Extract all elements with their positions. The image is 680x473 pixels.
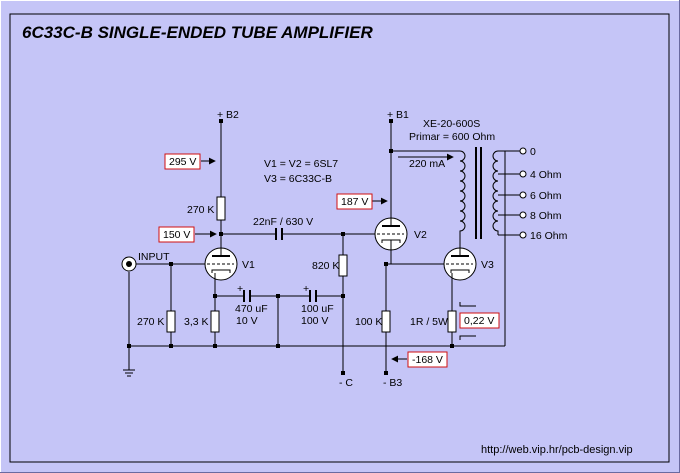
tap-label-8-ohm: 8 Ohm [530,210,562,222]
schematic-title: 6C33C-B SINGLE-ENDED TUBE AMPLIFIER [22,23,373,42]
inner-frame [9,13,670,463]
tube-v3-label: V3 [481,259,494,271]
label-b1: + B1 [387,109,409,121]
label-cap-cathode-value: 470 uF [235,303,268,315]
wiring [123,121,520,377]
tube-v2-label: V2 [414,229,427,241]
capacitors [243,228,317,302]
voltage-callout-b2: 295 V [164,153,201,170]
tube-type-v1-v2: V1 = V2 = 6SL7 [264,158,338,170]
cap-cathode-v1-polarity: + [237,283,243,295]
tube-v1-label: V1 [242,259,255,271]
voltage-v1-anode: 150 V [163,229,190,241]
voltage-b3: -168 V [412,354,443,366]
resistor-grid-v2 [338,254,348,277]
resistor-grid-v1 [166,310,176,333]
output-terminals [519,147,527,239]
label-r-b2: 270 K [187,204,214,216]
tube-v3 [443,247,477,281]
tube-v2 [374,217,408,251]
label-r-cathode-v1: 3,3 K [184,316,209,328]
transformer-primary-impedance: Primar = 600 Ohm [409,131,495,143]
transformer-primary [459,150,466,235]
footer-url[interactable]: http://web.vip.hr/pcb-design.vip [481,444,633,456]
input-label: INPUT [138,251,170,263]
voltage-callout-b3: -168 V [407,351,448,368]
label-cap-bias-voltage: 100 V [301,315,328,327]
tap-label-4-ohm: 4 Ohm [530,169,562,181]
label-b3: - B3 [383,377,402,389]
resistor-cathode-v3 [447,310,457,333]
label-b2: + B2 [217,109,239,121]
transformer-secondary [492,150,499,235]
voltage-callout-v3-cathode: 0,22 V [459,312,500,329]
label-r-cathode-v2: 100 K [355,316,382,328]
tube-type-v3: V3 = 6C33C-B [264,173,332,185]
label-r-cathode-v3: 1R / 5W [410,316,448,328]
transformer-name: XE-20-600S [423,118,480,130]
junction-dots [127,149,454,348]
label-c: - C [339,377,353,389]
input-jack [121,256,137,272]
voltage-v2-anode: 187 V [341,196,368,208]
voltage-callout-arrows [195,157,476,363]
label-r-grid-v1: 270 K [137,316,164,328]
terminal-b2 [219,119,223,123]
voltage-callout-v1-anode: 150 V [158,226,195,243]
resistor-cathode-v1 [210,310,220,333]
tube-v1 [204,247,238,282]
label-cap-cathode-voltage: 10 V [236,315,258,327]
label-r-grid-v2: 820 K [312,260,339,272]
tap-label-6-ohm: 6 Ohm [530,190,562,202]
cap-bias-polarity: + [303,283,309,295]
terminal-b1 [389,119,393,123]
tap-label-16-ohm: 16 Ohm [530,230,568,242]
resistor-cathode-v2 [381,310,391,333]
voltage-callout-v2-anode: 187 V [336,193,373,210]
output-transformer [459,147,499,239]
terminal-b3 [384,371,388,375]
label-cap-coupling: 22nF / 630 V [253,216,313,228]
resistor-b2-anode [216,196,226,221]
label-cap-bias-value: 100 uF [301,303,334,315]
voltage-v3-cathode: 0,22 V [464,315,494,327]
tap-label-0: 0 [530,146,536,158]
voltage-b2-node: 295 V [169,156,196,168]
current-label: 220 mA [409,158,445,170]
resistors [166,196,457,333]
terminal-c [341,371,345,375]
